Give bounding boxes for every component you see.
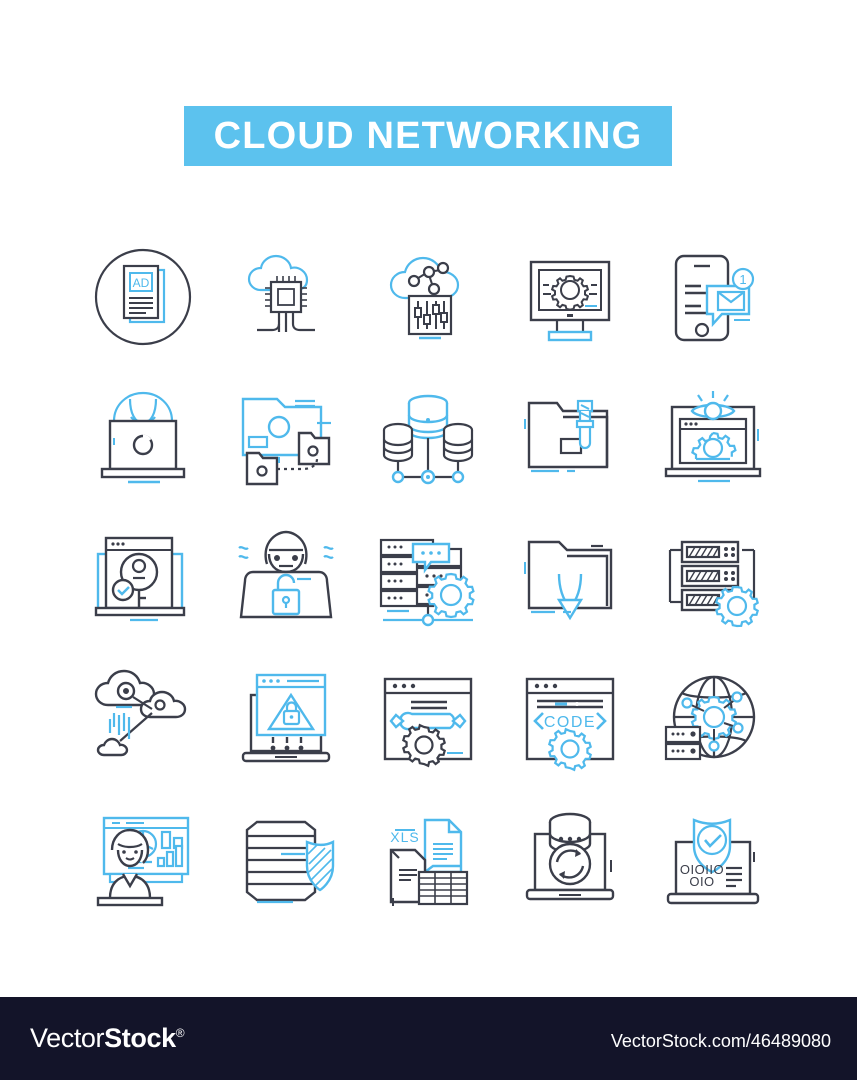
hacker-padlock-icon (226, 519, 346, 639)
title-banner: CLOUD NETWORKING (184, 106, 672, 166)
folder-testtube-icon (510, 378, 630, 498)
xls-label: XLS (390, 829, 419, 845)
code-label: CODE (544, 714, 596, 731)
vectorstock-logo: VectorStock® (30, 1023, 185, 1054)
browser-wrench-gear-icon (368, 660, 488, 780)
binary-line-1: OIOIIO (680, 862, 724, 877)
monitor-gear-icon (510, 237, 630, 357)
binary-line-2: OIO (689, 874, 714, 889)
footer-bar: VectorStock® VectorStock.com/46489080 (0, 997, 857, 1080)
analyst-dashboard-icon (83, 801, 203, 921)
logo-light-part: Vector (30, 1023, 105, 1053)
folder-share-icon (226, 378, 346, 498)
svg-text:AD: AD (133, 276, 150, 290)
laptop-binary-shield-icon: OIOIIO OIO (653, 801, 773, 921)
database-cluster-icon (368, 378, 488, 498)
footer-url: VectorStock.com/46489080 (610, 1031, 831, 1051)
server-rack-gear-icon (653, 519, 773, 639)
laptop-database-sync-icon (510, 801, 630, 921)
globe-gear-server-icon (653, 660, 773, 780)
browser-key-auth-icon (83, 519, 203, 639)
cloud-network-rain-icon (83, 660, 203, 780)
icon-grid: AD (72, 226, 784, 931)
registered-mark: ® (175, 1026, 185, 1040)
xls-documents-icon: XLS (368, 801, 488, 921)
phone-mail-notification-icon: 1 (653, 237, 773, 357)
page-title: CLOUD NETWORKING (213, 115, 643, 157)
server-gear-chat-icon (368, 519, 488, 639)
cloud-chip-icon (226, 237, 346, 357)
browser-code-icon: CODE (510, 660, 630, 780)
laptop-eye-monitoring-icon (653, 378, 773, 498)
server-shield-icon (226, 801, 346, 921)
phone-badge-count: 1 (739, 272, 746, 287)
logo-bold-part: Stock (104, 1023, 176, 1053)
hacker-laptop-icon (83, 378, 203, 498)
folder-download-icon (510, 519, 630, 639)
laptop-security-alert-icon (226, 660, 346, 780)
cloud-settings-nodes-icon (368, 237, 488, 357)
ad-document-circle-icon: AD (83, 237, 203, 357)
